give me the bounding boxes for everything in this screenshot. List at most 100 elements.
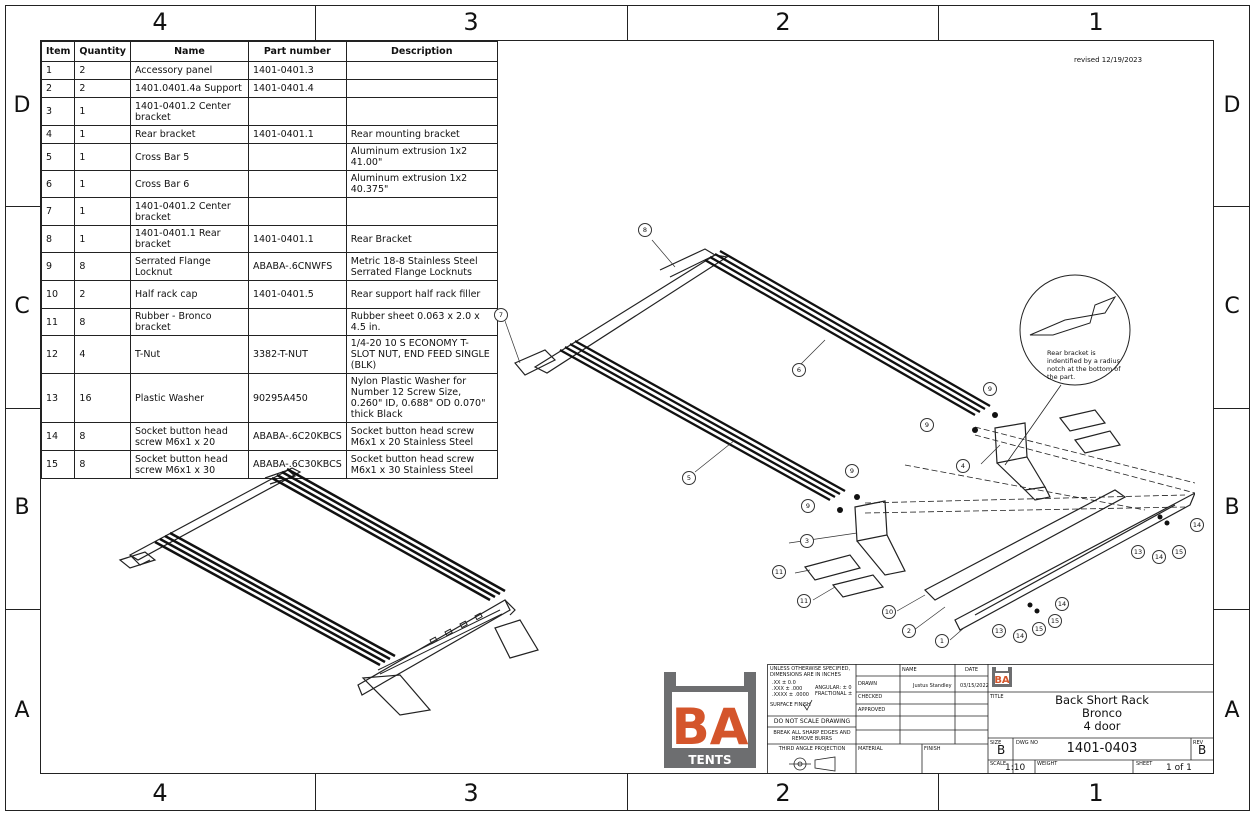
- bom-cell-part: 3382-T-NUT: [247, 335, 347, 374]
- small-logo-icon: BA: [992, 667, 1012, 687]
- bom-cell-qty: 1: [74, 125, 131, 144]
- zone-column-label: 2: [775, 779, 791, 807]
- dwg-no-label: DWG NO: [1016, 740, 1038, 746]
- zone-column-label: 1: [1088, 779, 1104, 807]
- bom-cell-name: Serrated Flange Locknut: [129, 252, 249, 281]
- callout-balloon: 8: [638, 223, 652, 237]
- approved-label: APPROVED: [858, 707, 886, 713]
- bom-cell-item: 13: [40, 373, 76, 423]
- bom-cell-desc: Socket button head screw M6x1 x 20 Stain…: [345, 422, 498, 451]
- callout-balloon: 1: [935, 634, 949, 648]
- callout-balloon: 14: [1190, 518, 1204, 532]
- bom-cell-name: 1401-0401.2 Center bracket: [129, 197, 249, 226]
- bom-cell-name: Socket button head screw M6x1 x 20: [129, 422, 249, 451]
- rev-value: B: [1198, 743, 1207, 757]
- bom-cell-item: 14: [40, 422, 76, 451]
- bom-cell-name: Rear bracket: [129, 125, 249, 144]
- material-label: MATERIAL: [858, 746, 883, 752]
- bom-header-quantity: Quantity: [74, 41, 131, 62]
- bom-cell-item: 7: [40, 197, 76, 226]
- bom-cell-item: 6: [40, 170, 76, 198]
- bom-cell-qty: 4: [74, 335, 131, 374]
- tolerance-line: .XXX ± .000: [772, 686, 803, 692]
- bom-cell-item: 4: [40, 125, 76, 144]
- bom-cell-qty: 16: [74, 373, 131, 423]
- title-line: Back Short Rack: [1055, 693, 1149, 707]
- bom-cell-desc: [345, 97, 498, 126]
- tolerance-note: UNLESS OTHERWISE SPECIFIED, DIMENSIONS A…: [770, 666, 851, 678]
- fractional-tolerance: FRACTIONAL ±: [815, 691, 853, 697]
- drawing-number: 1401-0403: [1066, 741, 1138, 756]
- bom-cell-qty: 8: [74, 450, 131, 479]
- bom-cell-desc: 1/4-20 10 S ECONOMY T-SLOT NUT, END FEED…: [345, 335, 498, 374]
- do-not-scale-note: DO NOT SCALE DRAWING: [773, 718, 851, 725]
- bom-cell-desc: Rear support half rack filler: [345, 280, 498, 309]
- surface-finish-label: SURFACE FINISH: [770, 702, 811, 708]
- svg-text:BA: BA: [672, 698, 749, 756]
- bom-cell-part: ABABA-.6CNWFS: [247, 252, 347, 281]
- exploded-rack-view: [505, 239, 1195, 641]
- projection-label: THIRD ANGLE PROJECTION: [778, 746, 846, 752]
- drawn-name: Justus Standley: [913, 683, 952, 689]
- bom-cell-desc: Aluminum extrusion 1x2 41.00": [345, 143, 498, 171]
- callout-balloon: 7: [494, 308, 508, 322]
- bom-cell-part: 90295A450: [247, 373, 347, 423]
- bom-cell-item: 1: [40, 61, 76, 80]
- bom-cell-part: [247, 97, 347, 126]
- bom-cell-qty: 1: [74, 170, 131, 198]
- ba-tents-logo: BA TENTS: [664, 672, 756, 768]
- zone-row-label: A: [14, 698, 30, 723]
- scale-label: SCALE: [990, 761, 1007, 767]
- bom-cell-part: 1401-0401.1: [247, 225, 347, 253]
- callout-balloon: 13: [1131, 545, 1145, 559]
- bom-cell-name: Rubber - Bronco bracket: [129, 308, 249, 336]
- tolerance-line: .XXXX ± .0000: [772, 692, 809, 698]
- callout-balloon: 14: [1055, 597, 1069, 611]
- callout-balloon: 9: [845, 464, 859, 478]
- callout-balloon: 5: [682, 471, 696, 485]
- bom-cell-desc: Socket button head screw M6x1 x 30 Stain…: [345, 450, 498, 479]
- drawing-title: Back Short Rack Bronco 4 door: [990, 694, 1214, 733]
- zone-column-label: 3: [463, 8, 479, 36]
- sheet-value: 1 of 1: [1166, 763, 1192, 773]
- callout-balloon: 14: [1013, 629, 1027, 643]
- zone-row-label: D: [1223, 93, 1241, 118]
- bom-header-part-number: Part number: [247, 41, 347, 62]
- bom-cell-item: 8: [40, 225, 76, 253]
- bom-cell-part: [247, 170, 347, 198]
- zone-column-label: 1: [1088, 8, 1104, 36]
- zone-column-label: 3: [463, 779, 479, 807]
- bom-cell-item: 2: [40, 79, 76, 98]
- title-line: 4 door: [1083, 719, 1121, 733]
- bom-cell-item: 10: [40, 280, 76, 309]
- assembled-rack-view: [118, 467, 539, 716]
- zone-row-label: B: [14, 495, 30, 520]
- name-header: NAME: [902, 667, 917, 673]
- bom-header-item: Item: [40, 41, 76, 62]
- bom-header-row: Item Quantity Name Part number Descripti…: [40, 41, 498, 62]
- callout-balloon: 11: [797, 594, 811, 608]
- scale-value: 1:10: [1005, 763, 1026, 773]
- callout-balloon: 11: [772, 565, 786, 579]
- bom-cell-qty: 2: [74, 280, 131, 309]
- title-line: Bronco: [1081, 706, 1123, 720]
- callout-balloon: 10: [882, 605, 896, 619]
- bom-cell-part: [247, 308, 347, 336]
- bom-cell-qty: 2: [74, 79, 131, 98]
- zone-row-label: B: [1224, 495, 1240, 520]
- callout-balloon: 15: [1048, 614, 1062, 628]
- bom-cell-name: Plastic Washer: [129, 373, 249, 423]
- bom-cell-desc: [345, 61, 498, 80]
- callout-balloon: 2: [902, 624, 916, 638]
- bom-cell-desc: Aluminum extrusion 1x2 40.375": [345, 170, 498, 198]
- bom-cell-qty: 1: [74, 225, 131, 253]
